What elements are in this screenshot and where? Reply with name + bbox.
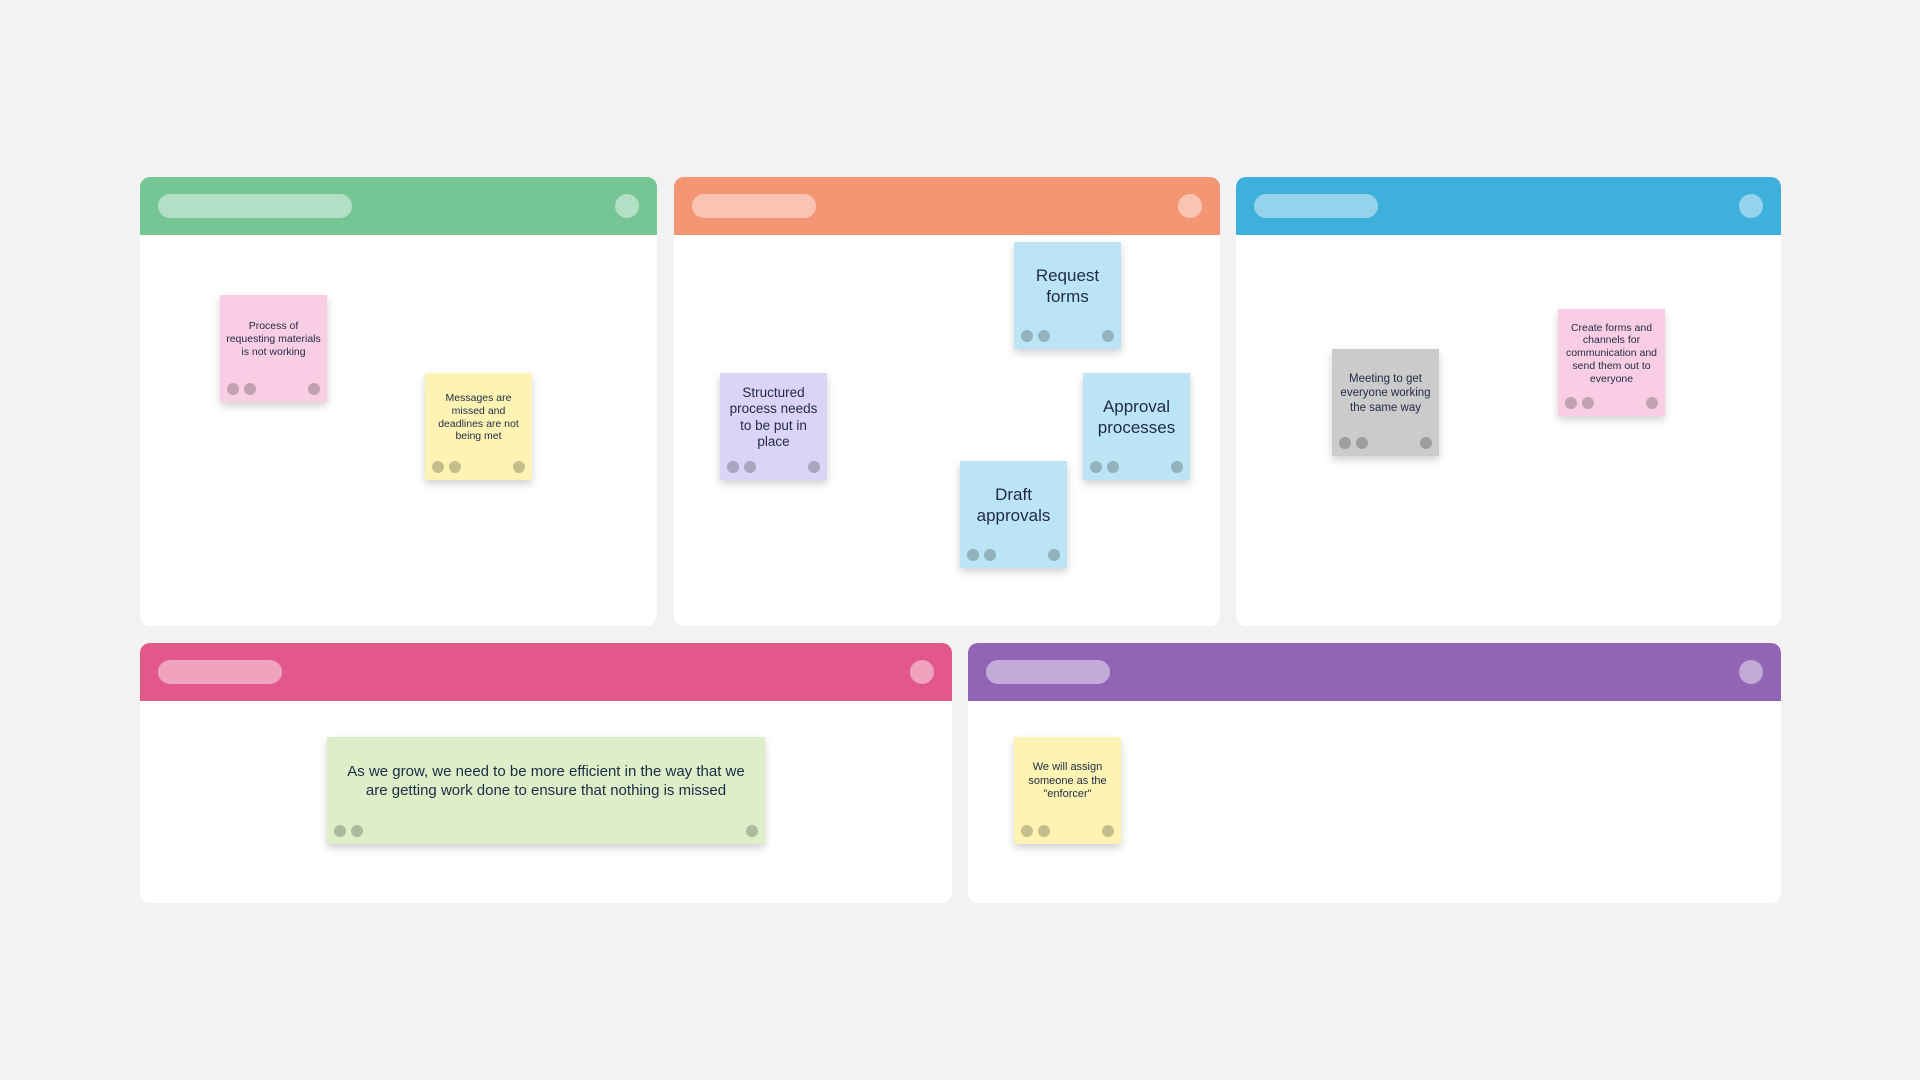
frame-title-placeholder xyxy=(692,194,816,218)
sticky-note[interactable]: Process of requesting materials is not w… xyxy=(220,295,327,402)
sticky-note-footer xyxy=(1021,330,1114,342)
author-dot xyxy=(1090,461,1102,473)
frame-menu-dot[interactable] xyxy=(615,194,639,218)
sticky-note-footer xyxy=(727,461,820,473)
author-dot xyxy=(984,549,996,561)
sticky-note-wide[interactable]: As we grow, we need to be more efficient… xyxy=(327,737,765,844)
frame-title-placeholder xyxy=(986,660,1110,684)
sticky-note-text: Draft approvals xyxy=(976,484,1051,525)
author-dot xyxy=(1038,330,1050,342)
sticky-note[interactable]: Draft approvals xyxy=(960,461,1067,568)
reaction-dot[interactable] xyxy=(1102,825,1114,837)
frame-header-green[interactable] xyxy=(140,177,657,235)
reaction-dot[interactable] xyxy=(513,461,525,473)
author-dot xyxy=(244,383,256,395)
author-dot xyxy=(432,461,444,473)
frame-green[interactable] xyxy=(140,177,657,626)
reaction-dot[interactable] xyxy=(1646,397,1658,409)
sticky-note-footer xyxy=(1090,461,1183,473)
sticky-note-text: Messages are missed and deadlines are no… xyxy=(438,391,519,443)
sticky-note-footer xyxy=(1339,437,1432,449)
frame-header-orange[interactable] xyxy=(674,177,1220,235)
author-dot xyxy=(1107,461,1119,473)
sticky-note-footer xyxy=(1565,397,1658,409)
sticky-note-footer xyxy=(1021,825,1114,837)
frame-menu-dot[interactable] xyxy=(910,660,934,684)
reaction-dot[interactable] xyxy=(1048,549,1060,561)
frame-blue[interactable] xyxy=(1236,177,1781,626)
reaction-dot[interactable] xyxy=(808,461,820,473)
author-dot xyxy=(1038,825,1050,837)
author-dot xyxy=(227,383,239,395)
frame-title-placeholder xyxy=(1254,194,1378,218)
frame-title-placeholder xyxy=(158,660,282,684)
sticky-note-footer xyxy=(967,549,1060,561)
sticky-note-text: Approval processes xyxy=(1097,396,1176,437)
sticky-note[interactable]: Meeting to get everyone working the same… xyxy=(1332,349,1439,456)
sticky-note[interactable]: Request forms xyxy=(1014,242,1121,349)
sticky-note[interactable]: Create forms and channels for communicat… xyxy=(1558,309,1665,416)
reaction-dot[interactable] xyxy=(308,383,320,395)
author-dot xyxy=(744,461,756,473)
sticky-note-text: Create forms and channels for communicat… xyxy=(1565,321,1658,385)
sticky-note-text: Request forms xyxy=(1035,265,1100,306)
frame-menu-dot[interactable] xyxy=(1739,660,1763,684)
sticky-note-text: As we grow, we need to be more efficient… xyxy=(347,763,745,799)
reaction-dot[interactable] xyxy=(746,825,758,837)
sticky-note[interactable]: We will assign someone as the "enforcer" xyxy=(1014,737,1121,844)
author-dot xyxy=(334,825,346,837)
sticky-note-text: Meeting to get everyone working the same… xyxy=(1340,373,1431,414)
author-dot xyxy=(1582,397,1594,409)
sticky-note-text: We will assign someone as the "enforcer" xyxy=(1028,761,1107,801)
author-dot xyxy=(967,549,979,561)
reaction-dot[interactable] xyxy=(1420,437,1432,449)
sticky-note-footer xyxy=(432,461,525,473)
frame-title-placeholder xyxy=(158,194,352,218)
reaction-dot[interactable] xyxy=(1102,330,1114,342)
author-dot xyxy=(1021,330,1033,342)
author-dot xyxy=(351,825,363,837)
author-dot xyxy=(727,461,739,473)
frame-menu-dot[interactable] xyxy=(1739,194,1763,218)
sticky-note[interactable]: Approval processes xyxy=(1083,373,1190,480)
author-dot xyxy=(1356,437,1368,449)
sticky-note-footer xyxy=(227,383,320,395)
author-dot xyxy=(1339,437,1351,449)
frame-header-pink[interactable] xyxy=(140,643,952,701)
frame-menu-dot[interactable] xyxy=(1178,194,1202,218)
sticky-note-text: Structured process needs to be put in pl… xyxy=(729,384,818,449)
frame-header-blue[interactable] xyxy=(1236,177,1781,235)
author-dot xyxy=(1021,825,1033,837)
sticky-note-footer xyxy=(334,825,758,837)
sticky-note[interactable]: Messages are missed and deadlines are no… xyxy=(425,373,532,480)
sticky-note-text: Process of requesting materials is not w… xyxy=(226,320,321,358)
sticky-note[interactable]: Structured process needs to be put in pl… xyxy=(720,373,827,480)
reaction-dot[interactable] xyxy=(1171,461,1183,473)
author-dot xyxy=(1565,397,1577,409)
frame-header-purple[interactable] xyxy=(968,643,1781,701)
author-dot xyxy=(449,461,461,473)
